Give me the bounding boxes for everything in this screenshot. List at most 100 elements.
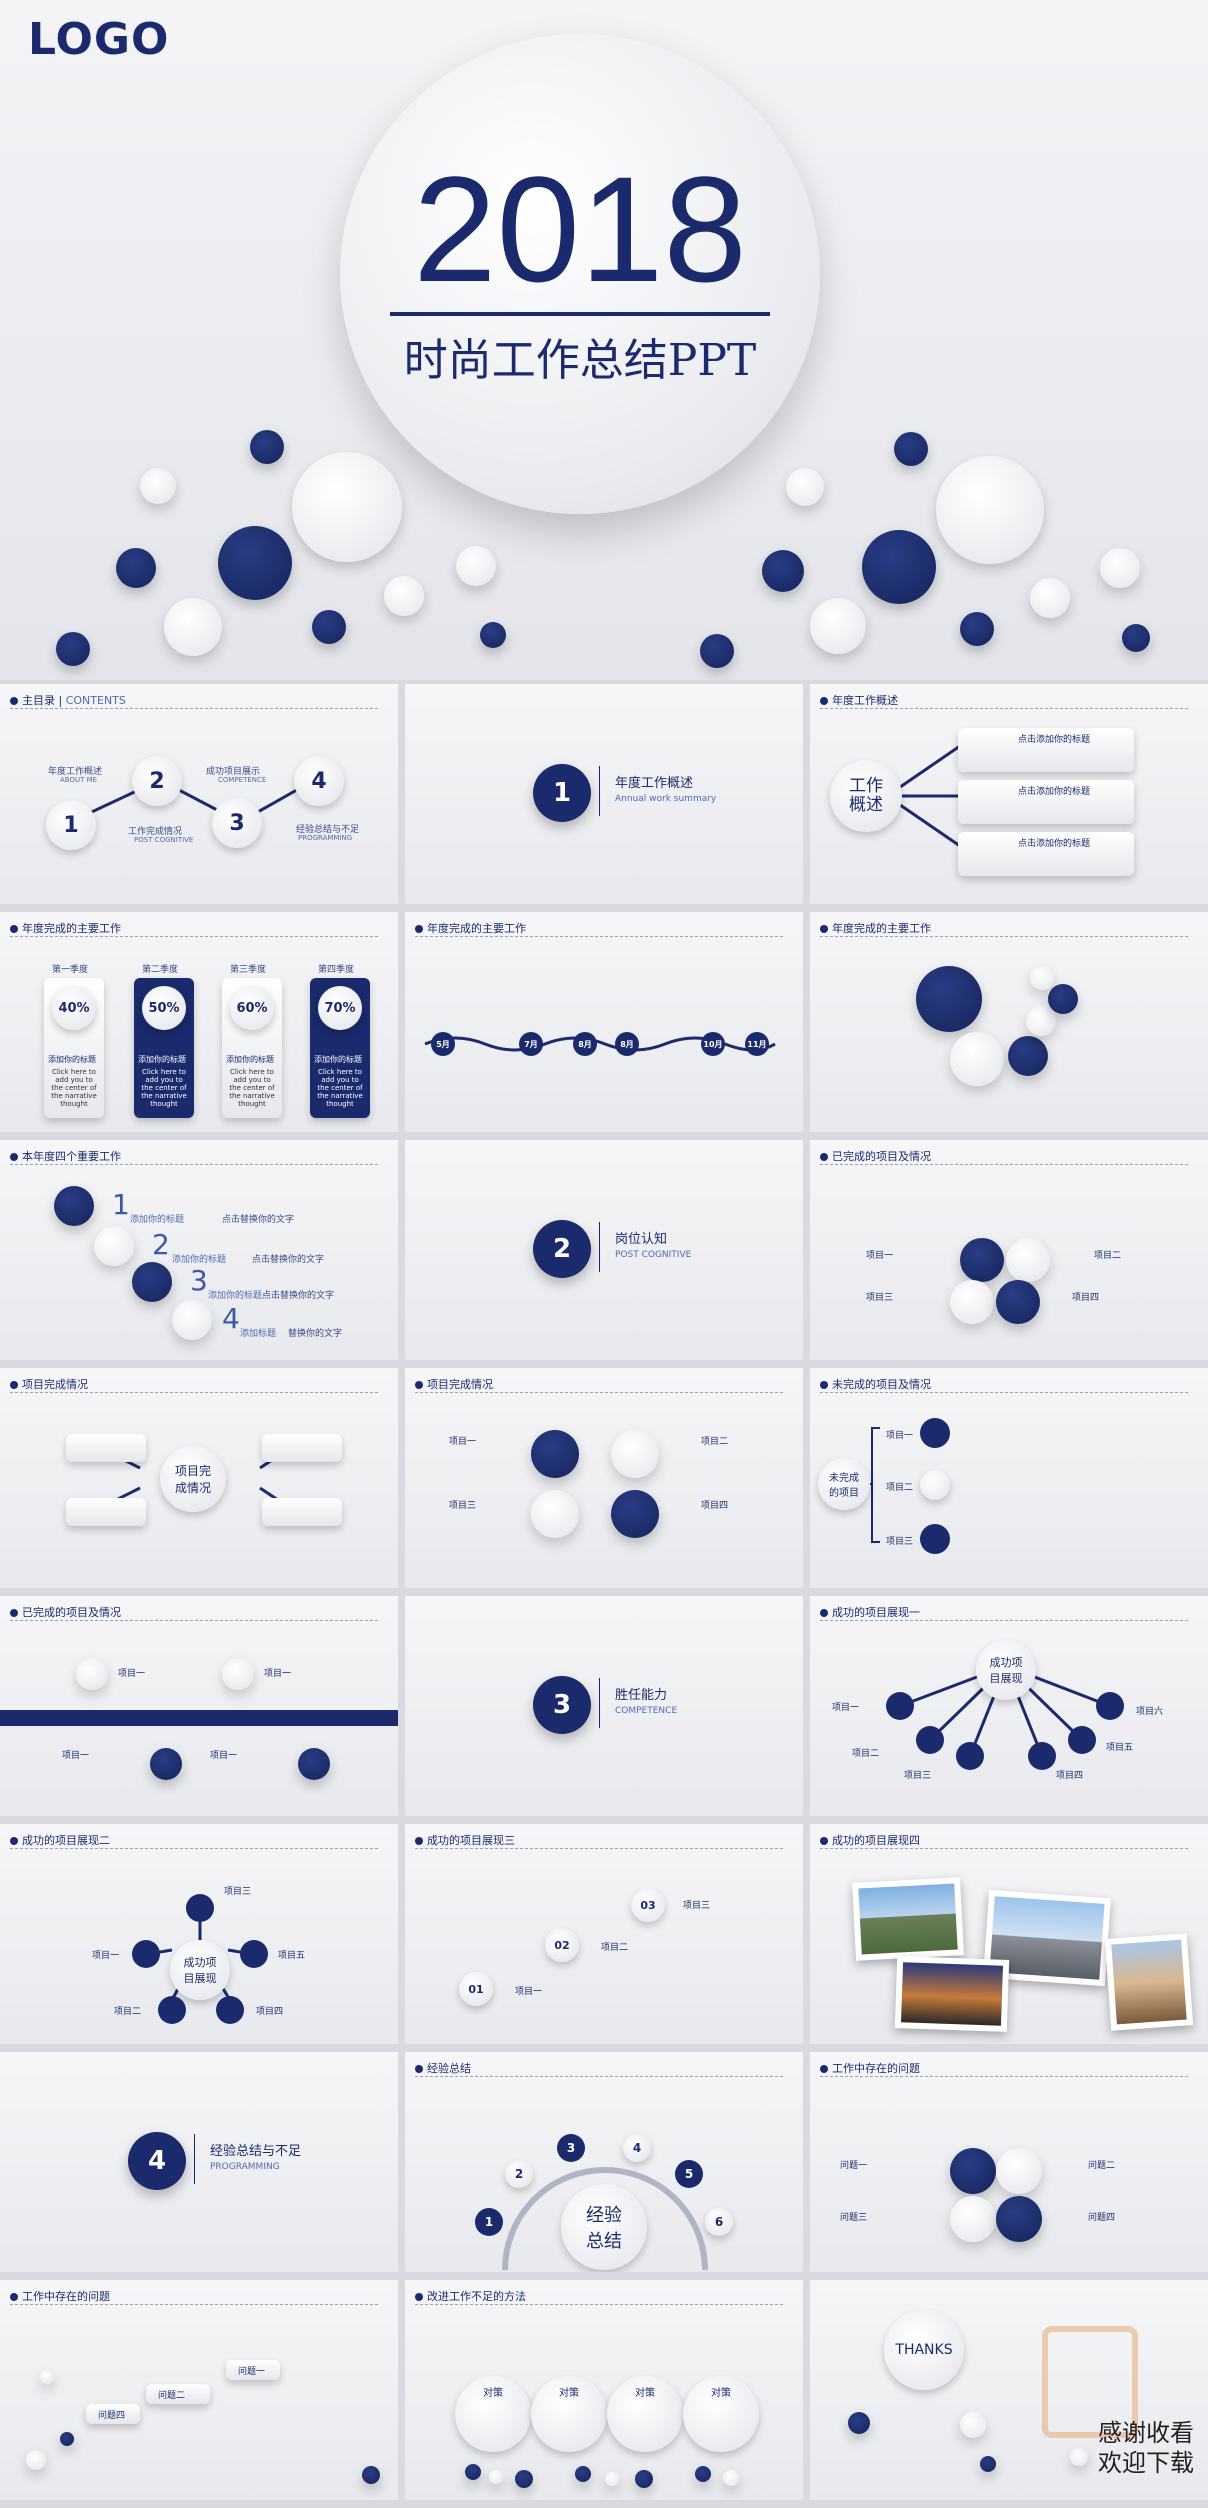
- bubble: [76, 1658, 108, 1690]
- slide-title: 成功的项目展现三: [415, 1832, 515, 1848]
- bubble: [635, 2470, 653, 2488]
- work-tag: 添加你的标题: [208, 1291, 263, 1301]
- deco-bubble: [1122, 624, 1150, 652]
- project-label: 项目四: [1072, 1293, 1100, 1303]
- project-label: 项目四: [701, 1501, 729, 1511]
- deco-bubble: [786, 468, 824, 506]
- progress-band: [0, 1710, 398, 1726]
- slide-section-3: 3 胜任能力 COMPETENCE: [405, 1596, 803, 1816]
- status-card[interactable]: [262, 1434, 342, 1462]
- overview-card[interactable]: 点击添加你的标题: [958, 780, 1134, 824]
- deco-bubble: [762, 550, 804, 592]
- project-label: 项目三: [449, 1501, 477, 1511]
- toc-number-4[interactable]: 4: [294, 756, 344, 806]
- quarter-label: 第四季度: [318, 965, 355, 975]
- bubble: [960, 1238, 1004, 1282]
- bubble: [575, 2466, 591, 2482]
- quarter-card[interactable]: 50% 添加你的标题 Click here to add you to the …: [134, 978, 194, 1118]
- bubble: [362, 2466, 380, 2484]
- step-number: 01: [459, 1972, 493, 2006]
- timeline-node[interactable]: 8月: [615, 1032, 639, 1056]
- overview-card[interactable]: 点击添加你的标题: [958, 832, 1134, 876]
- work-tag: 添加标题: [240, 1329, 277, 1339]
- bubble: [60, 2432, 74, 2446]
- quarter-card[interactable]: 60% 添加你的标题 Click here to add you to the …: [222, 978, 282, 1118]
- deco-bubble: [1100, 548, 1140, 588]
- project-label: 项目一: [832, 1703, 860, 1713]
- bubble: [1070, 2448, 1088, 2466]
- slide-title: 项目完成情况: [415, 1376, 493, 1392]
- quarter-percent: 40%: [52, 986, 96, 1030]
- bubble: [611, 1490, 659, 1538]
- watermark-icon: [1042, 2326, 1138, 2438]
- slide-section-2: 2 岗位认知 POST COGNITIVE: [405, 1140, 803, 1360]
- slide-status-2: 项目完成情况 项目一 项目二 项目三 项目四: [405, 1368, 803, 1588]
- slide-problems-2: 工作中存在的问题 问题一 问题二 问题四: [0, 2280, 398, 2500]
- method-circle[interactable]: 对策: [607, 2376, 683, 2452]
- bubble: [54, 1186, 94, 1226]
- timeline-node[interactable]: 5月: [431, 1032, 455, 1056]
- toc-sub: PROGRAMMING: [298, 834, 353, 842]
- quarter-percent: 50%: [142, 986, 186, 1030]
- slide-problems-1: 工作中存在的问题 问题一 问题二 问题三 问题四: [810, 2052, 1208, 2272]
- status-card[interactable]: [66, 1434, 146, 1462]
- toc-connector: [65, 776, 319, 826]
- slide-section-4: 4 经验总结与不足 PROGRAMMING: [0, 2052, 398, 2272]
- slide-title: 成功的项目展现一: [820, 1604, 920, 1620]
- bubble: [723, 2470, 739, 2486]
- timeline-node[interactable]: 10月: [701, 1032, 725, 1056]
- timeline-node[interactable]: 7月: [519, 1032, 543, 1056]
- summary-number: 3: [557, 2134, 585, 2162]
- project-photo[interactable]: [894, 1956, 1010, 2032]
- slide-section-1: 1 年度工作概述 Annual work summary: [405, 684, 803, 904]
- quarter-label: 第三季度: [230, 965, 267, 975]
- project-label: 项目三: [683, 1901, 711, 1911]
- problem-tag[interactable]: 问题一: [226, 2360, 280, 2380]
- cover-slide: LOGO 2018 时尚工作总结PPT: [0, 0, 1208, 680]
- toc-sub: ABOUT ME: [60, 776, 98, 784]
- timeline-node[interactable]: 8月: [573, 1032, 597, 1056]
- problem-label: 问题二: [1088, 2161, 1116, 2171]
- step-number: 03: [631, 1888, 665, 1922]
- toc-number-1[interactable]: 1: [46, 800, 96, 850]
- summary-number: 5: [675, 2160, 703, 2188]
- bubble: [1006, 1238, 1050, 1282]
- method-circle[interactable]: 对策: [455, 2376, 531, 2452]
- problem-tag[interactable]: 问题二: [146, 2384, 210, 2404]
- problem-label: 问题四: [98, 2411, 126, 2421]
- slide-title: 已完成的项目及情况: [820, 1148, 931, 1164]
- project-label: 项目一: [515, 1987, 543, 1997]
- problem-tag[interactable]: 问题四: [86, 2404, 140, 2424]
- bubble: [996, 1280, 1040, 1324]
- status-card[interactable]: [262, 1498, 342, 1526]
- project-photo[interactable]: [852, 1877, 964, 1961]
- method-circle[interactable]: 对策: [531, 2376, 607, 2452]
- toc-sub: POST COGNITIVE: [134, 836, 194, 844]
- section-subtitle: POST COGNITIVE: [615, 1250, 692, 1260]
- bubble: [1028, 1742, 1056, 1770]
- slide-title: 年度完成的主要工作: [415, 920, 526, 936]
- quarter-card[interactable]: 40% 添加你的标题 Click here to add you to the …: [44, 978, 104, 1118]
- work-number: 1: [112, 1188, 130, 1221]
- deco-bubble: [960, 612, 994, 646]
- deco-bubble: [140, 468, 176, 504]
- summary-number: 1: [475, 2208, 503, 2236]
- method-circle[interactable]: 对策: [683, 2376, 759, 2452]
- bubble: [489, 2470, 503, 2484]
- overview-card[interactable]: 点击添加你的标题: [958, 728, 1134, 772]
- slide-title: 年度工作概述: [820, 692, 898, 708]
- logo: LOGO: [28, 14, 170, 65]
- problem-label: 问题一: [840, 2161, 868, 2171]
- status-card[interactable]: [66, 1498, 146, 1526]
- bubble: [950, 1032, 1004, 1086]
- quarter-card[interactable]: 70% 添加你的标题 Click here to add you to the …: [310, 978, 370, 1118]
- project-photo[interactable]: [1104, 1933, 1194, 2031]
- summary-number: 6: [705, 2208, 733, 2236]
- toc-number-2[interactable]: 2: [132, 756, 182, 806]
- bubble: [1008, 1036, 1048, 1076]
- timeline-node[interactable]: 11月: [745, 1032, 769, 1056]
- summary-number: 2: [505, 2160, 533, 2188]
- slide-title: 成功的项目展现四: [820, 1832, 920, 1848]
- slide-title: 改进工作不足的方法: [415, 2288, 526, 2304]
- toc-number-3[interactable]: 3: [212, 798, 262, 848]
